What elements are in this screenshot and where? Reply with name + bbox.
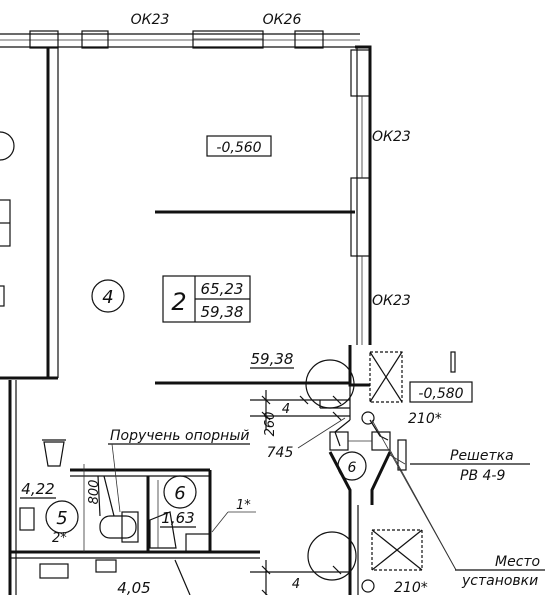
dim-1star: 1*	[236, 498, 251, 513]
room-tag-5: 5	[56, 508, 67, 529]
room-tag-6-circle	[163, 475, 197, 509]
room-tag-4: 4	[102, 287, 113, 308]
level-outside: -0,580	[418, 386, 463, 402]
place-label-2: установки	[461, 573, 538, 589]
dim-4-lower: 4	[292, 577, 300, 592]
dim-260: 260	[263, 412, 278, 437]
area-box: 2 65,23 59,38	[162, 275, 251, 323]
level-marks: -0,560 -0,580	[206, 135, 473, 403]
lower-walls	[8, 380, 375, 595]
window-right-1: ОК23	[372, 129, 411, 145]
window-top-2: ОК26	[263, 12, 302, 28]
circle-marker-6: 6	[348, 460, 357, 476]
dim-800: 800	[87, 480, 102, 505]
apartment-number: 2	[171, 288, 186, 316]
dim-745: 745	[267, 445, 294, 461]
bottom-area: 4,05	[117, 579, 150, 595]
dim-210-lower: 210*	[394, 580, 428, 595]
right-exterior-wall	[348, 45, 372, 387]
room-tag-6: 6	[174, 483, 185, 504]
grille-label-1: Решетка	[450, 448, 514, 464]
area-total: 65,23	[201, 280, 244, 298]
small-room-area: 1,63	[161, 509, 194, 527]
area-living: 59,38	[201, 303, 244, 321]
dim-2star: 2*	[52, 531, 67, 546]
partitions	[155, 210, 355, 385]
room-tags: 4 5 6 6	[45, 279, 357, 534]
dim-4-upper: 4	[282, 402, 290, 417]
vent-area	[328, 351, 456, 571]
top-exterior-wall	[0, 30, 360, 49]
wc-area-value: 4,22	[21, 480, 54, 498]
room-tag-5-circle	[45, 500, 79, 534]
wc-area	[19, 439, 212, 579]
level-main: -0,560	[216, 140, 261, 156]
grille-label-2: РВ 4-9	[460, 468, 505, 484]
left-interior-wall	[0, 47, 59, 380]
area-labels: 59,38 4,22 1,63 4,05	[20, 350, 294, 595]
window-top-1: ОК23	[131, 12, 170, 28]
room-tag-4-circle	[91, 279, 125, 313]
window-marks: ОК23 ОК26 ОК23 ОК23	[131, 12, 411, 309]
callouts: Поручень опорный Решетка РВ 4-9 Место ус…	[108, 419, 545, 589]
room-area: 59,38	[251, 350, 294, 368]
handrail-label: Поручень опорный	[110, 428, 249, 444]
dim-210-upper: 210*	[408, 411, 442, 427]
place-label-1: Место	[495, 554, 540, 570]
dimension-lines	[250, 359, 355, 449]
dimension-texts: 4 4 260 745 800 210* 210* 1* 2*	[52, 402, 442, 595]
window-right-2: ОК23	[372, 293, 411, 309]
